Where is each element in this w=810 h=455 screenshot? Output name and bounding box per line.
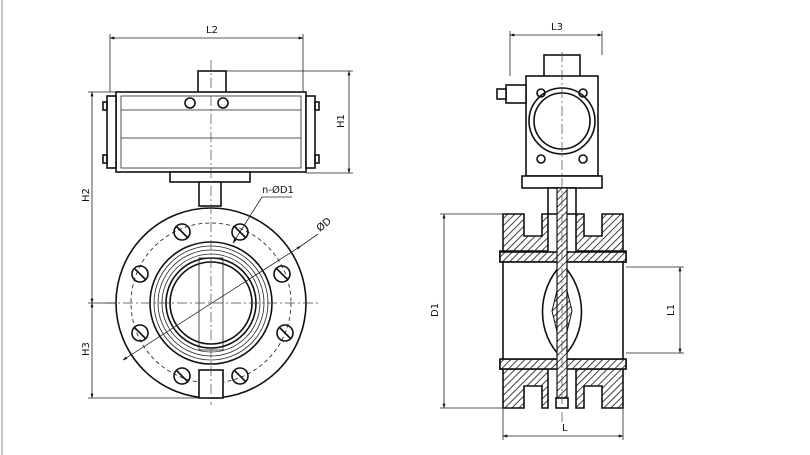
front-dimensions bbox=[88, 34, 353, 399]
dim-L-label: L bbox=[562, 423, 568, 434]
dim-L2-label: L2 bbox=[206, 25, 218, 36]
dim-L3-label: L3 bbox=[551, 22, 563, 33]
dim-H1-label: H1 bbox=[336, 114, 347, 128]
side-dimensions bbox=[440, 31, 684, 440]
actuator-side bbox=[496, 54, 603, 215]
dim-H2-label: H2 bbox=[81, 188, 92, 202]
valve-body-section bbox=[499, 187, 627, 409]
dim-D-label: ØD bbox=[314, 215, 334, 234]
dim-D1-label: D1 bbox=[430, 303, 441, 317]
dim-H3-label: H3 bbox=[81, 342, 92, 356]
dim-L1-label: L1 bbox=[666, 304, 677, 316]
dim-hole-count-label: n-ØD1 bbox=[262, 184, 294, 196]
front-view: L2 H1 H2 H3 n-ØD1 ØD bbox=[81, 25, 353, 405]
side-view: L3 D1 L1 L bbox=[430, 22, 684, 440]
